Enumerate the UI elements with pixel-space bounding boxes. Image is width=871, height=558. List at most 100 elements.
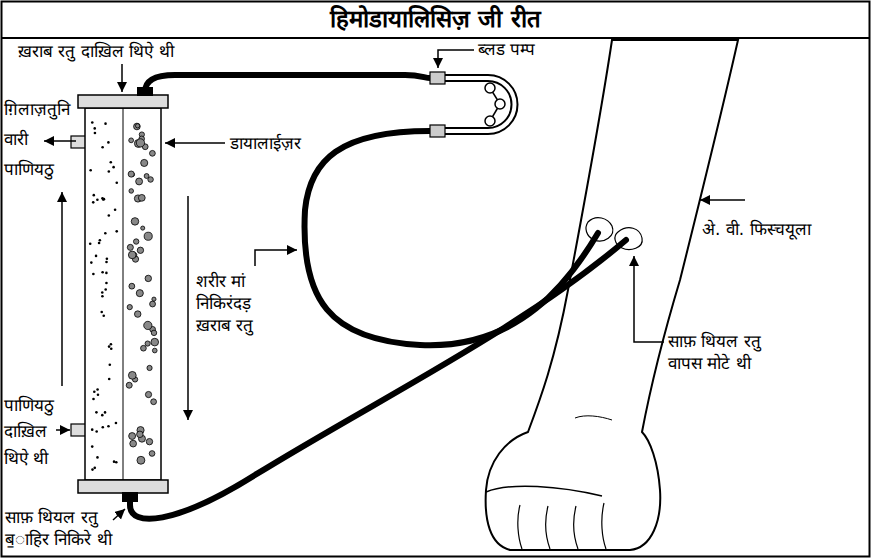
waste-particle: [108, 214, 111, 217]
blood-cell: [147, 365, 152, 370]
blood-cell: [144, 321, 152, 329]
diagram-title: हिमोडायालिसिज़ जी रीत: [0, 4, 871, 34]
blood-cell: [128, 251, 136, 259]
waste-particle: [103, 198, 106, 201]
waste-particle: [101, 426, 104, 429]
waste-particle: [92, 398, 95, 401]
blood-cell: [151, 330, 156, 335]
callout-label: डायालाईज़र: [230, 132, 301, 154]
waste-particle: [104, 288, 107, 291]
blood-cell: [150, 150, 156, 156]
waste-particle: [91, 445, 94, 448]
blood-cell: [129, 189, 134, 194]
waste-particle: [93, 194, 96, 197]
blood-cell: [133, 239, 138, 244]
waste-particle: [104, 411, 107, 414]
callout-label: अे. वी. फिस्चयूला: [702, 218, 811, 240]
blood-cell: [151, 399, 157, 405]
blood-cell: [151, 338, 159, 346]
waste-particle: [91, 428, 94, 431]
waste-particle: [96, 198, 99, 201]
blood-cell: [134, 123, 141, 130]
leader-arrows: [44, 50, 745, 520]
waste-particle: [115, 230, 118, 233]
arm: [486, 40, 738, 550]
blood-cell: [129, 138, 134, 143]
waste-particle: [99, 239, 102, 242]
blood-cell: [130, 440, 137, 447]
blood-cell: [135, 124, 139, 128]
blood-pump: [430, 72, 515, 137]
waste-particle: [115, 461, 118, 464]
waste-particle: [105, 282, 108, 285]
blood-cell: [129, 433, 136, 440]
waste-particle: [115, 422, 118, 425]
blood-cell: [137, 456, 145, 464]
blood-cell: [144, 232, 152, 240]
waste-particle: [93, 390, 96, 393]
waste-particle: [108, 170, 111, 173]
callout-label: ग़िलाज़तुनि वारी पाणियठु: [4, 95, 70, 184]
callout-label: ख़राब रतु दाख़िल थिऐ थी: [18, 40, 174, 62]
waste-particle: [101, 146, 104, 149]
blood-cell: [145, 275, 151, 281]
callout-label: शरीर मां निकिरंदड़ ख़राब रतु: [196, 270, 280, 336]
blood-cell: [128, 171, 134, 177]
waste-particle: [92, 201, 95, 204]
blood-cell: [152, 297, 156, 301]
waste-particle: [102, 314, 105, 317]
waste-particle: [101, 295, 104, 298]
waste-particle: [89, 243, 92, 246]
waste-particle: [107, 425, 110, 428]
blood-cell: [131, 218, 138, 225]
waste-particle: [89, 169, 92, 172]
blood-cell: [137, 247, 143, 253]
waste-particle: [91, 468, 94, 471]
waste-particle: [97, 393, 100, 396]
blood-cell: [138, 194, 145, 201]
waste-particle: [110, 343, 113, 346]
blood-cell: [150, 301, 156, 307]
blood-cell: [137, 431, 144, 438]
waste-particle: [101, 291, 104, 294]
blood-cell: [148, 177, 154, 183]
blood-cell: [127, 244, 133, 250]
waste-particle: [105, 272, 108, 275]
waste-particle: [104, 232, 107, 235]
waste-particle: [101, 271, 104, 274]
blood-cell: [141, 345, 147, 351]
dialyzer: [71, 87, 168, 502]
blood-cell: [149, 451, 155, 457]
waste-particle: [95, 411, 98, 414]
blood-cell: [127, 304, 132, 309]
waste-particle: [108, 345, 111, 348]
waste-particle: [105, 261, 108, 264]
waste-particle: [93, 467, 96, 470]
waste-particle: [96, 388, 99, 391]
blood-cell: [136, 139, 144, 147]
blood-cell: [129, 283, 135, 289]
waste-particle: [96, 456, 99, 459]
blood-cell: [145, 391, 151, 397]
waste-particle: [93, 127, 96, 130]
blood-cell: [152, 348, 157, 353]
blood-cell: [136, 178, 143, 185]
callout-label: साफ़ थियल रतु ब॒ाहिर निकिरे थी: [5, 506, 135, 550]
waste-particle: [101, 414, 104, 417]
waste-particle: [100, 311, 103, 314]
callout-label: साफ़ थियल रतु वापस मोटे थी: [668, 330, 798, 374]
blood-cell: [146, 438, 152, 444]
waste-particle: [114, 208, 117, 211]
waste-particle: [110, 347, 113, 350]
waste-particle: [104, 122, 107, 125]
waste-particle: [90, 261, 93, 264]
waste-particle: [106, 258, 109, 261]
waste-particle: [95, 430, 98, 433]
callout-label: पाणियठु दाख़िल थिऐ थी: [4, 392, 68, 471]
waste-particle: [108, 363, 111, 366]
waste-particle: [102, 198, 105, 201]
title-rule: [2, 37, 870, 39]
